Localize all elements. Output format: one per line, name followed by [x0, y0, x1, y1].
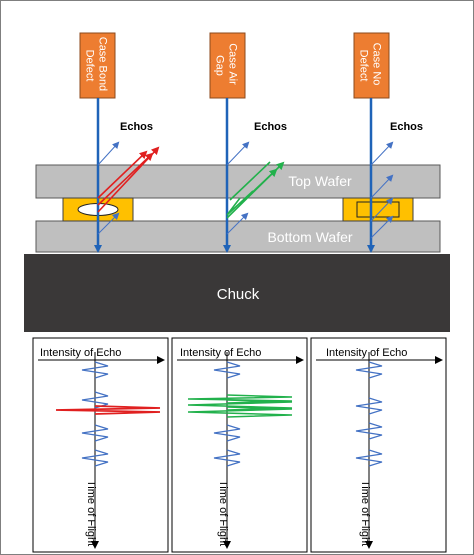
- probe-case-air-gap: Case Air Gap: [209, 32, 246, 99]
- probe-label: Case Bond Defect: [84, 37, 109, 95]
- waveform-echo: [213, 424, 241, 442]
- graph-frame: [310, 337, 447, 553]
- bottom-wafer: [35, 220, 441, 253]
- waveform-echo: [213, 361, 241, 379]
- probe-label-line-1: Case Air: [227, 43, 239, 85]
- echo-bottom-wafer-2: [226, 212, 249, 235]
- waveform-echo: [355, 449, 383, 467]
- graph-panel-3: Intensity of Echo Time of Flight: [310, 337, 447, 553]
- probe-label: Case Air Gap: [214, 43, 239, 88]
- intensity-axis-label: Intensity of Echo: [180, 347, 261, 359]
- echo-top-surface-2: [226, 141, 250, 166]
- waveform-echo: [81, 449, 109, 467]
- chuck: [24, 254, 450, 332]
- airgap-echo-waveforms: [187, 394, 293, 418]
- graph-frame: [32, 337, 169, 553]
- time-axis-label: Time of Flight: [359, 480, 371, 546]
- defect-echo-3: [97, 146, 160, 213]
- waveform-echo: [81, 424, 109, 442]
- echo-top-surface-1: [97, 141, 120, 166]
- probe-box: [353, 32, 390, 99]
- time-axis-label: Time of Flight: [217, 480, 229, 546]
- graph-panel-1: Intensity of Echo Time of Flight: [32, 337, 169, 553]
- intensity-axis-label: Intensity of Echo: [326, 347, 407, 359]
- probe-case-bond-defect: Case Bond Defect: [79, 32, 116, 99]
- waveform-echo: [355, 397, 383, 415]
- waveform-echo: [355, 361, 383, 379]
- probe-label: Case No Defect: [358, 43, 383, 89]
- chuck-label: Chuck: [217, 286, 260, 303]
- defect-echoes: [97, 146, 160, 213]
- airgap-echo-waveform: [187, 394, 293, 404]
- echo-bottom-interface-3: [370, 197, 394, 222]
- probe-label-line-2: Gap: [214, 55, 226, 76]
- probe-label-line-2: Defect: [84, 50, 96, 82]
- waveforms: [81, 361, 383, 467]
- probe-case-no-defect: Case No Defect: [353, 32, 390, 99]
- waveform-echo: [213, 449, 241, 467]
- probe-label-line-1: Case Bond: [97, 37, 109, 91]
- top-wafer-label: Top Wafer: [288, 173, 352, 189]
- probe-label-line-1: Case No: [371, 43, 383, 86]
- time-axis-label: Time of Flight: [85, 480, 97, 546]
- defect-echo-waveform: [55, 405, 161, 415]
- graph-panel-2: Intensity of Echo Time of Flight: [171, 337, 308, 553]
- bottom-wafer-label: Bottom Wafer: [267, 229, 352, 245]
- intensity-axis-label: Intensity of Echo: [40, 347, 121, 359]
- echo-bottom-wafer-3: [370, 215, 394, 239]
- defect-echo-2: [97, 152, 154, 206]
- echo-top-interface-3: [370, 174, 394, 199]
- airgap-echo-1: [226, 161, 285, 219]
- bond-layer-right-inner: [356, 201, 400, 218]
- airgap-echo-waveform: [187, 406, 293, 418]
- echo-bottom-wafer-1: [97, 212, 120, 235]
- echos-label-1: Echos: [120, 121, 153, 133]
- airgap-echo-2: [229, 161, 271, 201]
- echos-label-3: Echos: [390, 121, 423, 133]
- waveform-echo: [81, 391, 109, 409]
- bond-layer-right: [342, 197, 414, 222]
- echo-reflections: [97, 141, 394, 239]
- graph-frame: [171, 337, 308, 553]
- echo-top-surface-3: [370, 141, 394, 166]
- probe-label-line-2: Defect: [358, 50, 370, 82]
- waveform-echo: [355, 422, 383, 440]
- defect-echo-1: [97, 150, 148, 199]
- waveform-echo: [81, 361, 109, 379]
- probe-box: [209, 32, 246, 99]
- echos-label-2: Echos: [254, 121, 287, 133]
